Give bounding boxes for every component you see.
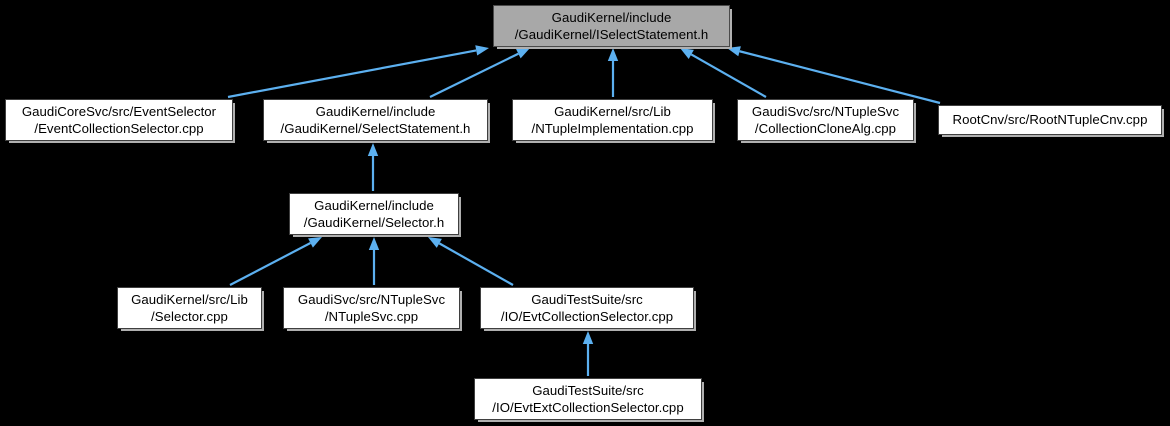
graph-node-collectionclonealg[interactable]: GaudiSvc/src/NTupleSvc/CollectionCloneAl… (737, 99, 914, 141)
graph-node-label-line: GaudiKernel/include (551, 10, 672, 25)
graph-edge (680, 48, 767, 98)
graph-node-rootntuplecnv[interactable]: RootCnv/src/RootNTupleCnv.cpp (938, 105, 1162, 135)
graph-node-label-line: /GaudiKernel/Selector.h (303, 215, 445, 230)
graph-edge-arrowhead (516, 48, 530, 59)
graph-node-label-line: GaudiKernel/src/Lib (554, 104, 671, 119)
graph-node-label-line: /GaudiKernel/SelectStatement.h (280, 121, 471, 136)
graph-edge (368, 237, 380, 285)
graph-edge-arrowhead (727, 46, 741, 57)
graph-node-label-line: GaudiCoreSvc/src/EventSelector (21, 104, 217, 119)
graph-node-selector_cpp[interactable]: GaudiKernel/src/Lib/Selector.cpp (117, 287, 262, 329)
graph-node-label-line: GaudiTestSuite/src (532, 383, 644, 398)
graph-node-selector_h[interactable]: GaudiKernel/include/GaudiKernel/Selector… (289, 193, 459, 235)
graph-edge-arrowhead (582, 331, 594, 344)
graph-edge-arrowhead (680, 48, 694, 59)
graph-node-label-line: GaudiKernel/include (315, 104, 436, 119)
graph-node-label-line: /IO/EvtExtCollectionSelector.cpp (492, 400, 684, 415)
graph-node-iselectstatement[interactable]: GaudiKernel/include/GaudiKernel/ISelectS… (493, 5, 730, 47)
graph-node-evtextcollectionselector[interactable]: GaudiTestSuite/src/IO/EvtExtCollectionSe… (474, 378, 702, 420)
graph-node-label-line: GaudiSvc/src/NTupleSvc (751, 104, 900, 119)
graph-node-label-line: /IO/EvtCollectionSelector.cpp (500, 309, 674, 324)
graph-node-label-line: /EventCollectionSelector.cpp (34, 121, 204, 136)
graph-edge-arrowhead (308, 237, 322, 248)
graph-edge-arrowhead (367, 143, 379, 156)
graph-edge-arrowhead (428, 237, 442, 248)
graph-edge (428, 237, 514, 286)
graph-edge (367, 143, 379, 191)
graph-edge-arrowhead (607, 48, 619, 61)
graph-edge-arrowhead (475, 45, 489, 56)
graph-node-label-line: GaudiKernel/include (314, 198, 434, 213)
graph-edge (229, 237, 322, 286)
graph-edge (727, 46, 941, 105)
graph-node-label-line: /CollectionCloneAlg.cpp (754, 121, 897, 136)
graph-node-ntupleimplementation[interactable]: GaudiKernel/src/Lib/NTupleImplementation… (512, 99, 713, 141)
graph-node-label-line: RootCnv/src/RootNTupleCnv.cpp (952, 112, 1148, 127)
graph-node-label-line: /Selector.cpp (151, 309, 228, 324)
graph-edge (429, 48, 530, 98)
graph-node-label-line: GaudiKernel/src/Lib (131, 292, 248, 307)
graph-node-label-line: /NTupleSvc.cpp (324, 309, 419, 324)
graph-node-selectstatement[interactable]: GaudiKernel/include/GaudiKernel/SelectSt… (263, 99, 488, 141)
graph-node-label-line: GaudiTestSuite/src (531, 292, 643, 307)
graph-node-ntuplesvc_cpp[interactable]: GaudiSvc/src/NTupleSvc/NTupleSvc.cpp (283, 287, 460, 329)
graph-edge (607, 48, 619, 97)
graph-node-label-line: /NTupleImplementation.cpp (531, 121, 694, 136)
graph-node-label-line: /GaudiKernel/ISelectStatement.h (514, 27, 709, 42)
graph-node-eventcollectionselector[interactable]: GaudiCoreSvc/src/EventSelector/EventColl… (5, 99, 233, 141)
graph-node-evtcollectionselector[interactable]: GaudiTestSuite/src/IO/EvtCollectionSelec… (480, 287, 694, 329)
graph-edge (227, 45, 489, 99)
graph-node-label-line: GaudiSvc/src/NTupleSvc (297, 292, 446, 307)
graph-edge-arrowhead (368, 237, 380, 250)
graph-edge (582, 331, 594, 376)
